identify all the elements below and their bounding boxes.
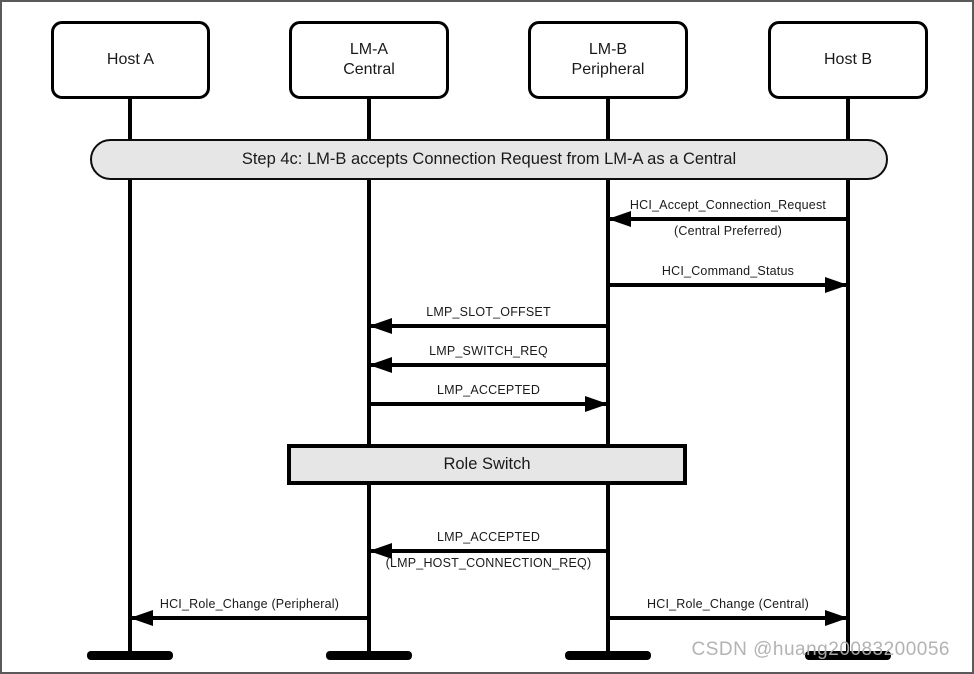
message-hci-command-status: HCI_Command_Status [608,264,848,308]
message-label: HCI_Role_Change (Central) [646,597,810,611]
arrow-head-right-icon [585,396,608,412]
actor-name: LM-B [588,41,628,58]
message-arrow-line [369,549,608,553]
actor-role: Peripheral [571,61,645,78]
actor-name: Host B [823,51,872,68]
message-arrow-line [608,616,848,620]
arrow-head-left-icon [369,543,392,559]
message-lmp-accepted: LMP_ACCEPTED [369,383,608,427]
lifeline-host-a [128,99,132,656]
lifeline-lm-a [367,99,371,656]
actor-box-host-b: Host B [768,21,928,99]
message-sublabel: (LMP_HOST_CONNECTION_REQ) [385,556,592,570]
arrow-head-left-icon [608,211,631,227]
step-banner: Step 4c: LM-B accepts Connection Request… [90,139,888,180]
message-sublabel: (Central Preferred) [674,224,782,238]
message-lmp-accepted-host-connection-req: LMP_ACCEPTED (LMP_HOST_CONNECTION_REQ) [369,530,608,574]
message-label: LMP_SLOT_OFFSET [426,305,551,319]
actor-name: Host A [106,51,155,68]
arrow-head-left-icon [130,610,153,626]
message-label: LMP_ACCEPTED [436,383,541,397]
arrow-head-right-icon [825,277,848,293]
termination-bar-lm-a [326,651,412,660]
message-label: LMP_ACCEPTED [436,530,541,544]
message-arrow-line [369,402,608,406]
message-lmp-slot-offset: LMP_SLOT_OFFSET [369,305,608,349]
termination-bar-host-a [87,651,173,660]
message-arrow-line [369,324,608,328]
actor-box-lm-a: LM-A Central [289,21,449,99]
actor-box-lm-b: LM-B Peripheral [528,21,688,99]
message-arrow-line [608,283,848,287]
step-banner-label: Step 4c: LM-B accepts Connection Request… [241,150,737,168]
message-hci-role-change-peripheral: HCI_Role_Change (Peripheral) [130,597,369,641]
message-arrow-line [369,363,608,367]
termination-bar-lm-b [565,651,651,660]
message-hci-accept-connection-request: HCI_Accept_Connection_Request (Central P… [608,198,848,242]
message-hci-role-change-central: HCI_Role_Change (Central) [608,597,848,641]
arrow-head-left-icon [369,357,392,373]
message-arrow-line [130,616,369,620]
actor-role: Central [343,61,395,78]
message-lmp-switch-req: LMP_SWITCH_REQ [369,344,608,388]
arrow-head-left-icon [369,318,392,334]
watermark-text: CSDN @huang20083200056 [691,639,950,660]
lifeline-lm-b [606,99,610,656]
lifeline-host-b [846,99,850,656]
termination-bar-host-b [805,651,891,660]
message-arrow-line [608,217,848,221]
message-label: HCI_Command_Status [661,264,795,278]
actor-name: LM-A [349,41,389,58]
role-switch-box: Role Switch [287,444,687,485]
arrow-head-right-icon [825,610,848,626]
message-label: HCI_Role_Change (Peripheral) [159,597,340,611]
role-switch-label: Role Switch [443,455,531,473]
message-label: LMP_SWITCH_REQ [429,344,548,358]
actor-box-host-a: Host A [51,21,210,99]
message-label: HCI_Accept_Connection_Request [629,198,827,212]
